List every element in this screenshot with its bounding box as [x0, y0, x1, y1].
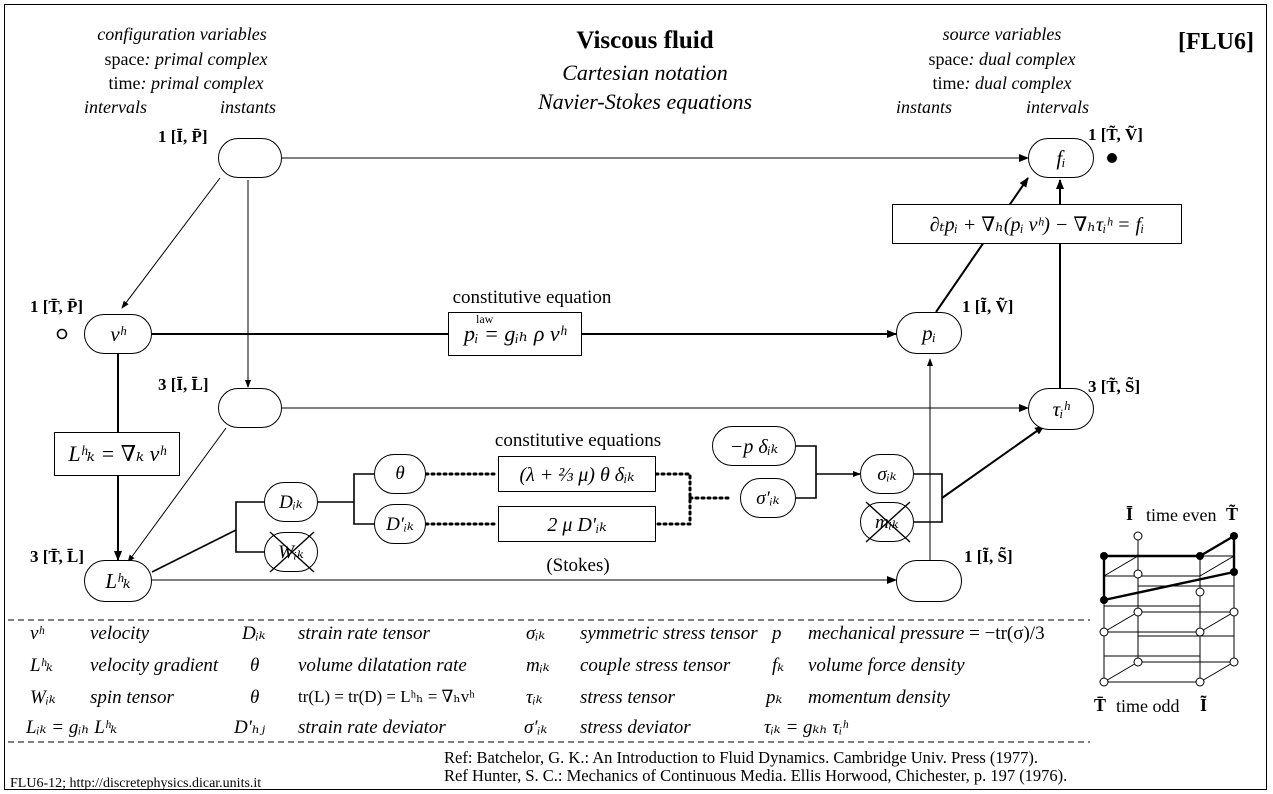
cell-label-1-I-P: 1 [Ī, P̄] — [158, 127, 208, 146]
legend-description: symmetric stress tensor — [580, 623, 758, 644]
legend-description: volume dilatation rate — [298, 655, 467, 676]
legend-symbol: θ — [250, 655, 260, 676]
legend-description: spin tensor — [90, 687, 174, 708]
cube-label-time-odd-left: T̄ — [1094, 695, 1107, 715]
node-force: fᵢ — [1028, 138, 1094, 178]
cell-label-3-T-L: 3 [T̄, L̄] — [30, 547, 84, 566]
balance-equation-box: ∂ₜpᵢ + ∇ₕ(pᵢ vʰ) − ∇ₕτᵢʰ = fᵢ — [892, 204, 1182, 244]
diagram-frame — [4, 4, 1267, 790]
couple-stress-crossed-out-mark — [865, 501, 911, 543]
legend-symbol: Wᵢₖ — [30, 687, 56, 708]
cell-label-1-I-S: 1 [Ĩ, S̃] — [964, 547, 1013, 566]
cell-label-1-I-V: 1 [Ĩ, Ṽ] — [962, 297, 1014, 316]
legend-symbol: fₖ — [772, 655, 785, 676]
legend-description: tr(L) = tr(D) = Lʰₕ = ∇ₕvʰ — [298, 687, 475, 706]
legend-symbol: σᵢₖ — [526, 623, 546, 644]
right-header-instants: instants — [896, 97, 953, 117]
cube-label-time-even-left: Ī — [1126, 504, 1134, 524]
cube-label-time-odd: time odd — [1116, 696, 1180, 716]
node-stress: τᵢʰ — [1028, 388, 1094, 430]
legend-symbol: vʰ — [30, 623, 44, 644]
legend-description: stress deviator — [580, 717, 691, 738]
legend-symbol: σ′ᵢₖ — [524, 717, 548, 738]
diagram-tag: [FLU6] — [1178, 29, 1254, 55]
legend-symbol: Lᵢₖ = gᵢₕ Lʰₖ — [26, 717, 118, 738]
cube-label-time-even-right: T̃ — [1226, 504, 1239, 524]
reference-hunter: Ref Hunter, S. C.: Mechanics of Continuo… — [444, 766, 1068, 785]
legend-description: momentum density — [808, 687, 950, 708]
node-empty-primal-line — [218, 388, 282, 428]
legend-symbol: θ — [250, 687, 260, 708]
legend-description: velocity — [90, 623, 150, 644]
node-momentum: pᵢ — [896, 312, 962, 354]
left-header-time: time: primal complex — [108, 73, 264, 93]
node-strain-rate-deviator: D′ᵢₖ — [374, 504, 426, 544]
legend-description: couple stress tensor — [580, 655, 731, 676]
diagram-subtitle-equations: Navier-Stokes equations — [537, 89, 753, 114]
node-strain-rate: Dᵢₖ — [264, 482, 318, 522]
legend-description: stress tensor — [580, 687, 675, 708]
legend-symbol: p — [772, 623, 782, 644]
legend-symbol: mᵢₖ — [526, 655, 550, 676]
node-velocity: vʰ — [84, 314, 152, 354]
right-header-intervals: intervals — [1026, 97, 1089, 117]
constitutive-equation-label: constitutive equation — [452, 287, 612, 308]
bulk-viscosity-box: (λ + ⅔ μ) θ δᵢₖ — [498, 456, 656, 492]
node-stress-deviator: σ′ᵢₖ — [740, 478, 796, 518]
right-header-source: source variables — [942, 24, 1062, 44]
cube-label-time-even: time even — [1146, 505, 1217, 525]
stokes-label: (Stokes) — [546, 555, 610, 576]
node-symmetric-stress: σᵢₖ — [860, 454, 914, 494]
legend-symbol: D′ₕⱼ — [234, 717, 266, 738]
legend-symbol: pₖ — [766, 687, 783, 708]
diagram-title: Viscous fluid — [576, 27, 714, 54]
cell-label-1-T-V: 1 [T̃, Ṽ] — [1088, 125, 1143, 144]
node-empty-dual-surface — [896, 560, 962, 602]
left-header-intervals: intervals — [84, 97, 147, 117]
legend-description: strain rate tensor — [298, 623, 430, 644]
cell-label-1-T-P: 1 [T̄, P̄] — [30, 297, 84, 316]
constitutive-equation-box: pᵢ = gᵢₕ ρ vʰ — [448, 312, 582, 356]
legend-description: strain rate deviator — [298, 717, 446, 738]
legend-description: mechanical pressure = −tr(σ)/3 — [808, 623, 1045, 644]
reference-batchelor: Ref: Batchelor, G. K.: An Introduction t… — [444, 748, 1039, 767]
legend-symbol: τᵢₖ — [526, 687, 543, 708]
node-empty-primal-instant — [218, 138, 282, 178]
law-label: law — [476, 312, 494, 326]
constitutive-equations-label: constitutive equations — [494, 430, 662, 451]
node-pressure-term: −p δᵢₖ — [712, 426, 796, 466]
cube-label-time-odd-right: Ĩ — [1200, 695, 1208, 715]
cell-label-3-T-S: 3 [T̃, S̃] — [1088, 377, 1141, 396]
left-header-instants: instants — [220, 97, 277, 117]
legend-description: volume force density — [808, 655, 965, 676]
gradient-equation-box: Lʰₖ = ∇ₖ vʰ — [54, 432, 180, 476]
cell-label-3-I-L: 3 [Ī, L̄] — [158, 375, 209, 394]
source-credit: FLU6-12; http://discretephysics.dicar.un… — [10, 776, 262, 791]
legend-symbol: τᵢₖ = gₖₕ τᵢʰ — [764, 717, 848, 738]
node-velocity-gradient: Lʰₖ — [84, 560, 152, 602]
node-theta: θ — [374, 454, 426, 494]
diagram-subtitle-notation: Cartesian notation — [562, 60, 728, 85]
shear-viscosity-box: 2 μ D′ᵢₖ — [498, 506, 656, 542]
right-header-time: time: dual complex — [932, 73, 1072, 93]
right-header-space: space: dual complex — [928, 49, 1076, 69]
cell-complex-cube-icon — [1099, 531, 1239, 687]
spin-crossed-out-mark — [269, 531, 315, 573]
legend-symbol: Dᵢₖ — [242, 623, 266, 644]
left-header-configuration: configuration variables — [97, 24, 267, 44]
legend-description: velocity gradient — [90, 655, 219, 676]
legend-symbol: Lʰₖ — [30, 655, 53, 676]
left-header-space: space: primal complex — [104, 49, 268, 69]
